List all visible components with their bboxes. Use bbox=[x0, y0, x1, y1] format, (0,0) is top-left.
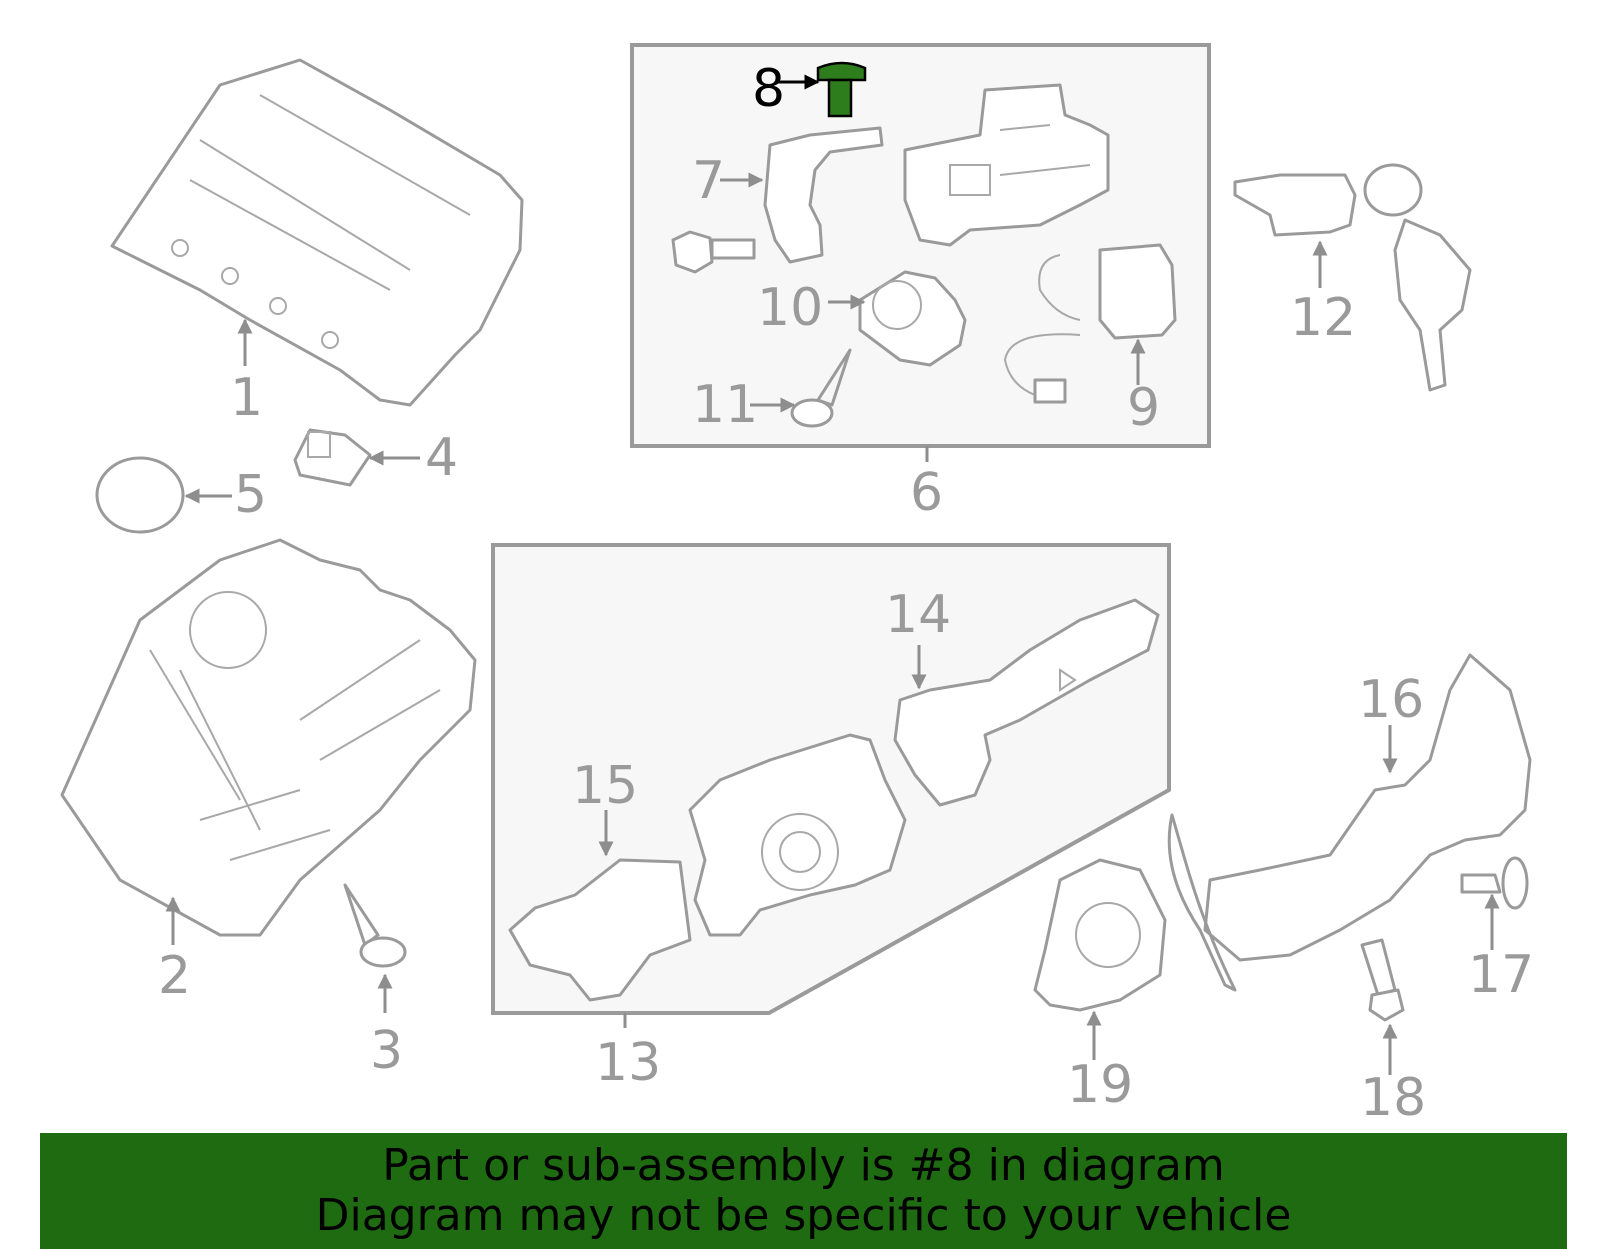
lock-cylinder-12 bbox=[1233, 163, 1472, 392]
callout-12: 12 bbox=[1290, 288, 1356, 348]
callout-5: 5 bbox=[234, 465, 267, 525]
bracket-7 bbox=[763, 126, 884, 264]
upper-column-cover bbox=[110, 58, 524, 407]
callout-10: 10 bbox=[757, 278, 823, 338]
callout-15: 15 bbox=[572, 756, 638, 816]
clip-4 bbox=[293, 428, 372, 487]
pin-8-highlighted bbox=[816, 61, 867, 118]
bolt-17 bbox=[1460, 856, 1529, 910]
callout-16: 16 bbox=[1358, 670, 1424, 730]
sensor-10 bbox=[858, 270, 967, 367]
lower-column-cover bbox=[60, 538, 477, 937]
spiral-cable-unit bbox=[688, 733, 907, 937]
cap-5 bbox=[95, 456, 185, 534]
switch-9 bbox=[1003, 243, 1177, 404]
callout-9: 9 bbox=[1127, 378, 1160, 438]
banner-line-1: Part or sub-assembly is #8 in diagram bbox=[382, 1140, 1225, 1191]
bolt-18 bbox=[1360, 938, 1405, 1022]
banner-line-2: Diagram may not be specific to your vehi… bbox=[315, 1190, 1292, 1241]
clock-spring-19 bbox=[1033, 858, 1167, 1012]
screw-11 bbox=[790, 348, 852, 428]
bracket-16 bbox=[1167, 653, 1532, 992]
bolt bbox=[671, 230, 756, 274]
callout-13: 13 bbox=[595, 1033, 661, 1093]
info-banner: Part or sub-assembly is #8 in diagram Di… bbox=[40, 1133, 1567, 1249]
callout-4: 4 bbox=[425, 428, 458, 488]
screw-3 bbox=[343, 883, 407, 968]
switch-stalk-15 bbox=[508, 858, 692, 1002]
callout-1: 1 bbox=[230, 368, 263, 428]
switch-lever-14 bbox=[893, 598, 1160, 807]
callout-6: 6 bbox=[910, 463, 943, 523]
callout-17: 17 bbox=[1468, 945, 1534, 1005]
callout-2: 2 bbox=[158, 946, 191, 1006]
callout-18: 18 bbox=[1360, 1068, 1426, 1128]
ignition-housing bbox=[903, 83, 1110, 247]
callout-19: 19 bbox=[1067, 1055, 1133, 1115]
callout-11: 11 bbox=[692, 375, 758, 435]
callout-7: 7 bbox=[692, 151, 725, 211]
callout-14: 14 bbox=[885, 585, 951, 645]
callout-8: 8 bbox=[752, 59, 785, 119]
callout-3: 3 bbox=[370, 1021, 403, 1081]
